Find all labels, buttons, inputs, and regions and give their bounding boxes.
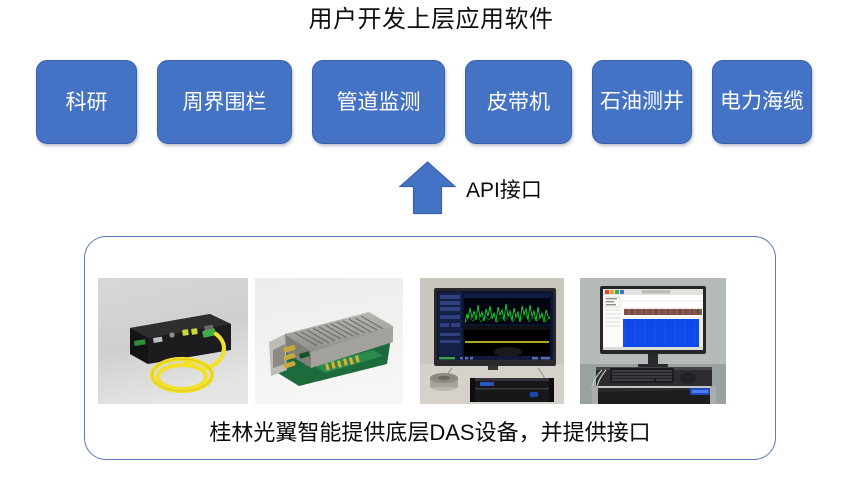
app-box-label: 管道监测: [336, 90, 421, 114]
workstation-waterfall-display-photo: [580, 278, 726, 404]
app-box-label: 电力海缆: [720, 90, 804, 113]
arrow-up-icon: [398, 161, 458, 215]
app-box-oil-well-logging[interactable]: 石油测井: [592, 60, 692, 144]
app-box-perimeter-fence[interactable]: 周界围栏: [157, 60, 292, 144]
page-title: 用户开发上层应用软件: [308, 6, 554, 33]
monitor-waveform-display-photo: [420, 278, 564, 404]
device-panel-caption: 桂林光翼智能提供底层DAS设备，并提供接口: [209, 420, 651, 445]
app-box-label: 周界围栏: [182, 90, 267, 114]
application-boxes-row: 科研 周界围栏 管道监测 皮带机 石油测井 电力海缆: [32, 60, 830, 146]
pcie-acquisition-card-photo: [255, 278, 403, 404]
app-box-pipeline-monitoring[interactable]: 管道监测: [312, 60, 445, 144]
app-box-label: 科研: [65, 90, 108, 114]
device-photo-strip: [98, 278, 726, 404]
app-box-label: 皮带机: [487, 90, 550, 114]
app-box-power-submarine-cable[interactable]: 电力海缆: [712, 60, 812, 144]
app-box-research[interactable]: 科研: [36, 60, 137, 144]
das-interrogator-unit-photo: [98, 278, 248, 404]
app-box-conveyor-belt[interactable]: 皮带机: [465, 60, 572, 144]
app-box-label: 石油测井: [600, 90, 684, 113]
api-interface-label: API接口: [466, 179, 542, 202]
